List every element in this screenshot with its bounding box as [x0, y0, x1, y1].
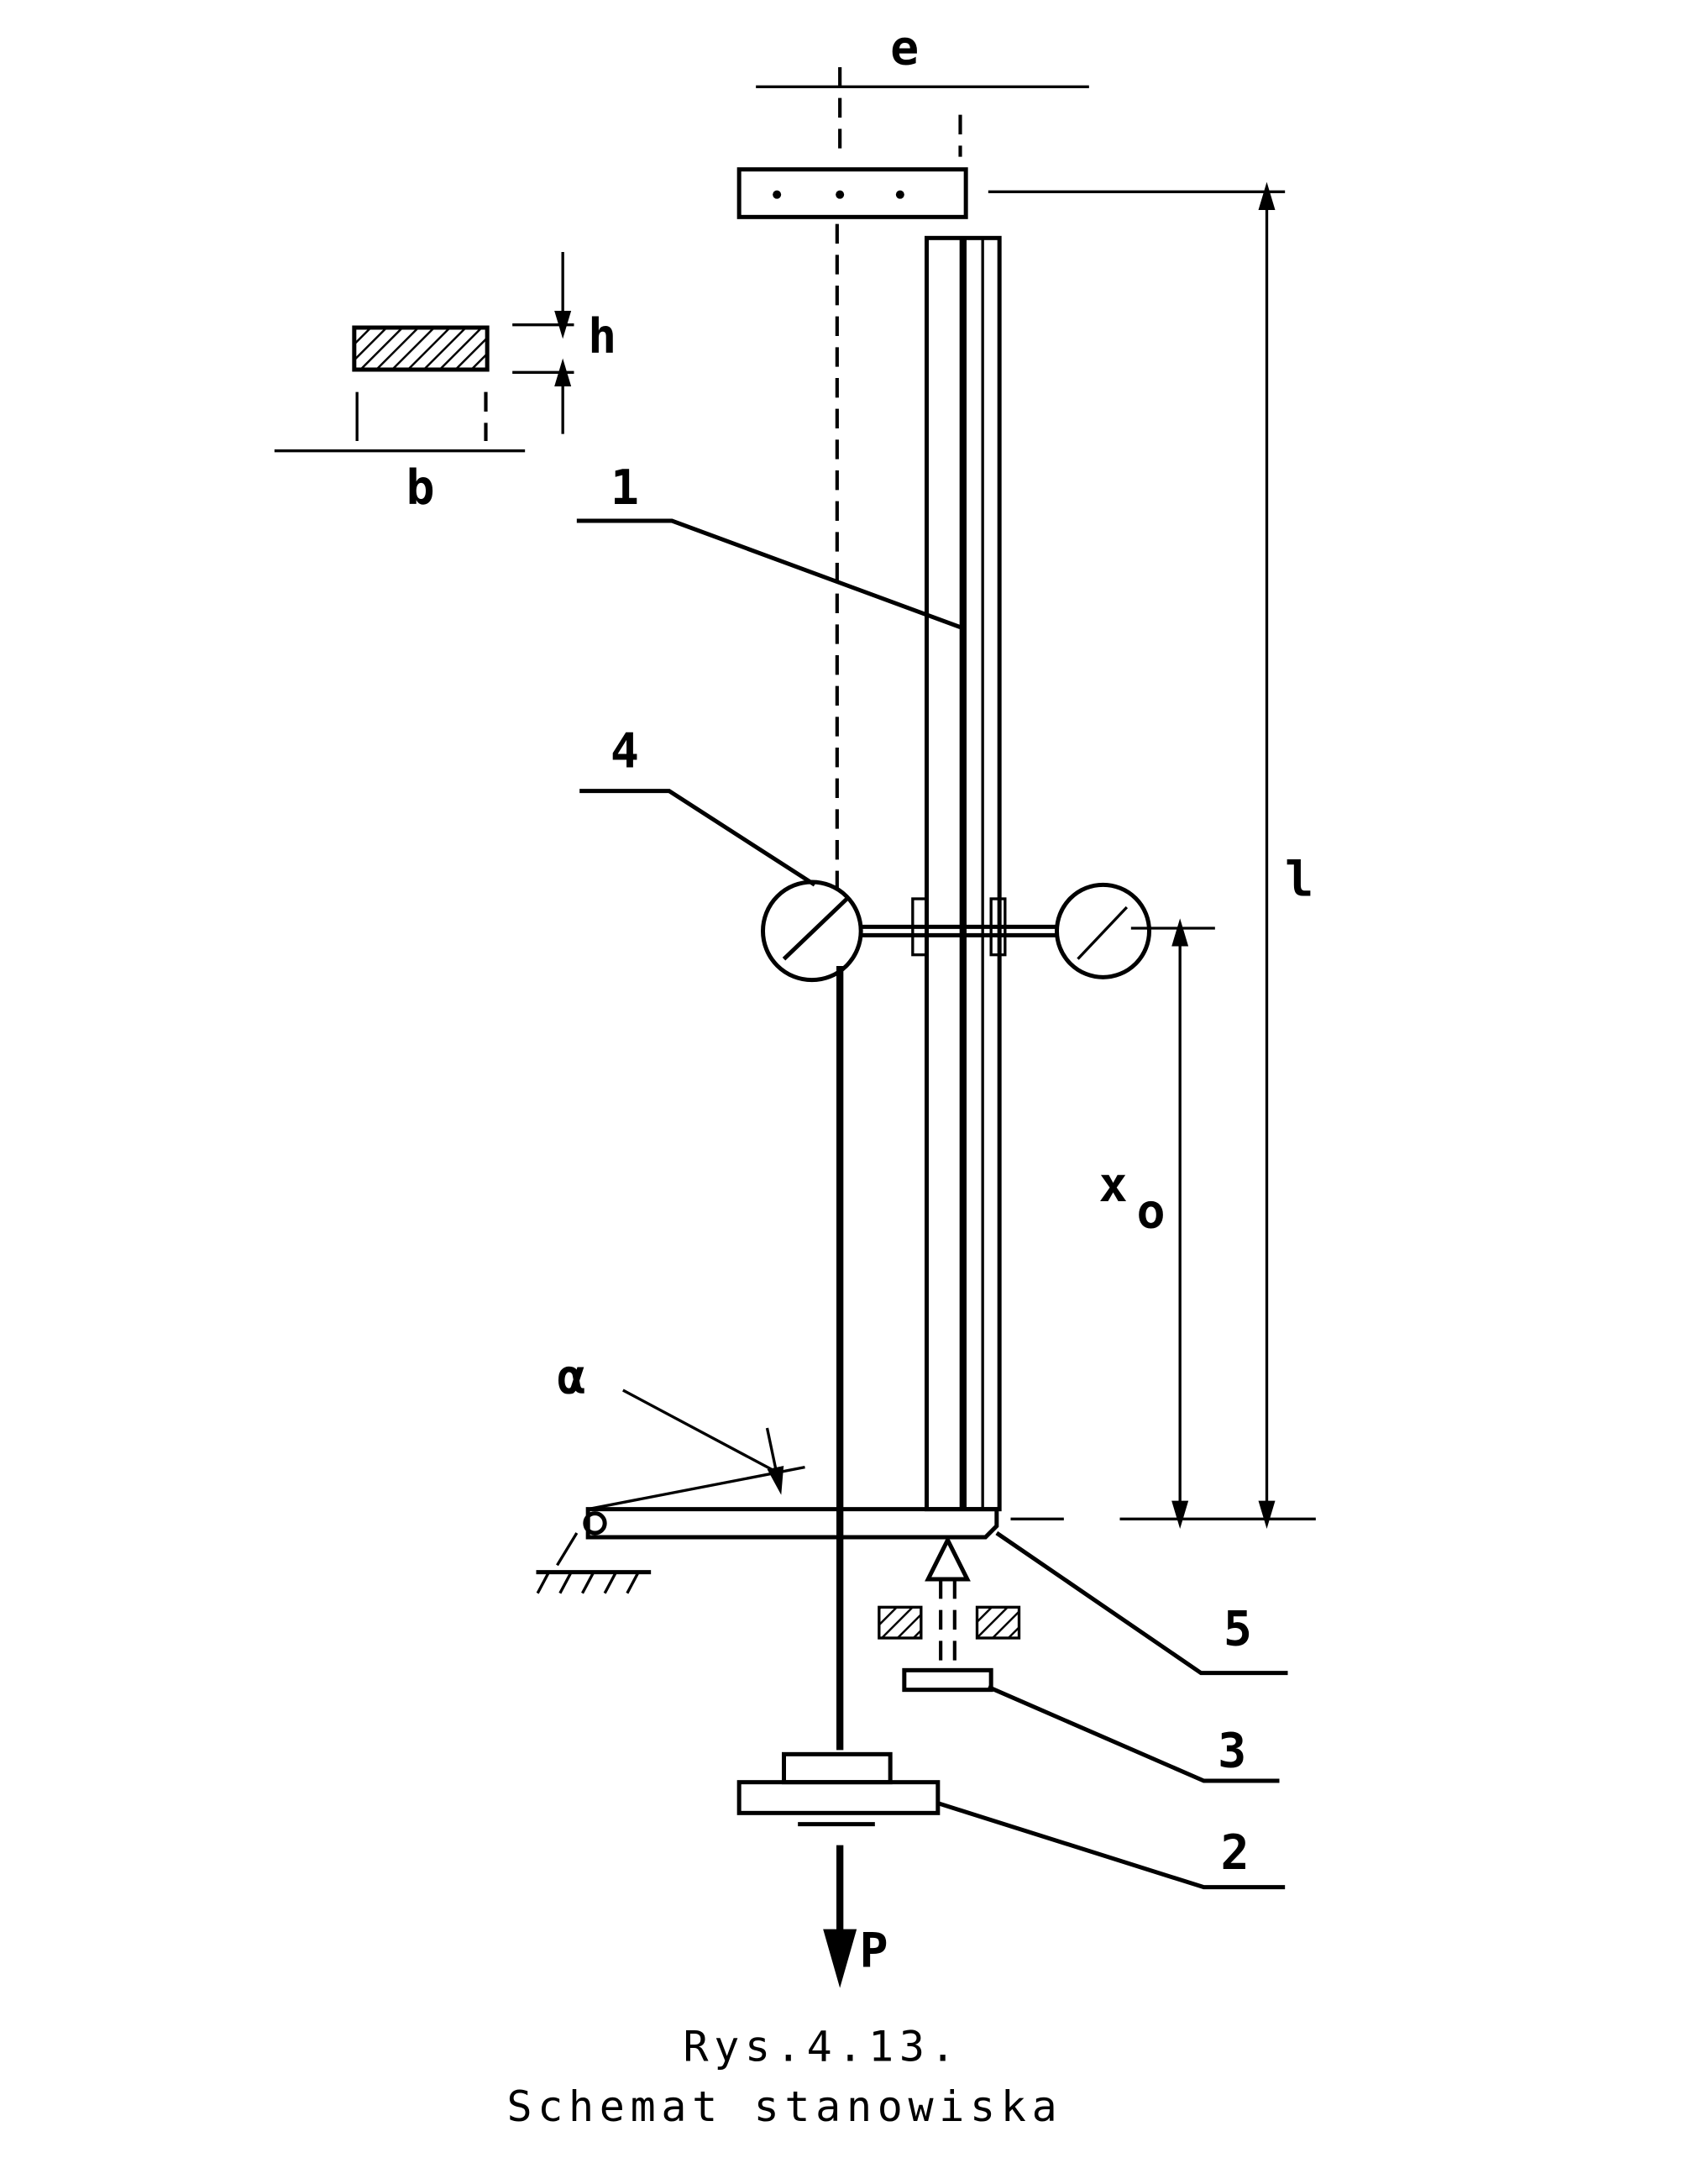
label-x0: x	[1099, 1158, 1128, 1213]
label-P: P	[860, 1924, 888, 1979]
part-number-4: 4	[611, 723, 639, 779]
figure-title: Schemat stanowiska	[507, 2082, 1063, 2131]
lever-arm: α	[536, 1349, 999, 1594]
part-leaders: 1 4 5 3 2	[576, 460, 1288, 1890]
dimension-e: e	[756, 21, 1089, 157]
part-number-1: 1	[611, 460, 639, 516]
label-l: l	[1285, 853, 1313, 908]
label-x0-subscript: o	[1137, 1184, 1166, 1240]
column-specimen	[925, 235, 1002, 1512]
label-h: h	[588, 309, 616, 365]
dial-gauges	[761, 879, 1152, 983]
label-e: e	[890, 21, 919, 76]
top-clamp	[736, 167, 968, 219]
cross-section: h b	[274, 252, 616, 516]
label-alpha: α	[558, 1349, 586, 1404]
support-screw	[878, 1535, 1021, 1693]
weight-pan: P	[736, 1751, 941, 1988]
figure-number: Rys.4.13.	[684, 2022, 962, 2071]
part-number-5: 5	[1224, 1601, 1252, 1656]
part-number-2: 2	[1221, 1825, 1250, 1881]
dimension-l: l	[988, 181, 1316, 1529]
label-b: b	[406, 460, 435, 516]
dimension-x0: x o	[1099, 918, 1215, 1529]
part-number-3: 3	[1218, 1723, 1246, 1778]
